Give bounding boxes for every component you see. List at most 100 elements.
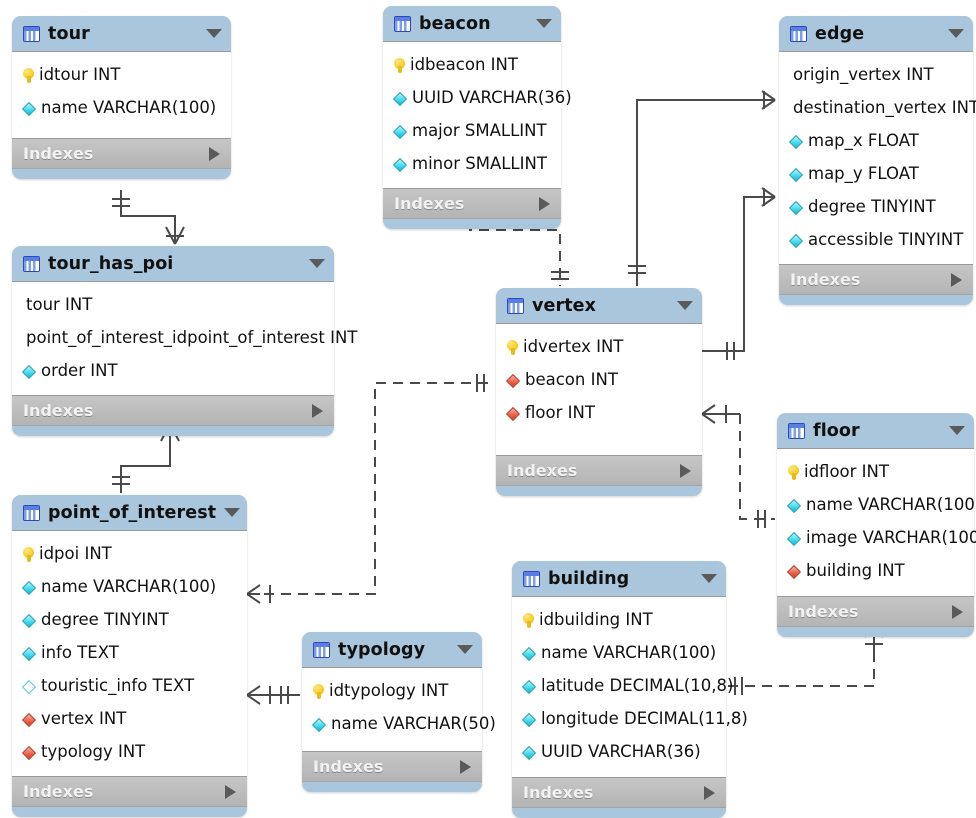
- expand-indexes-icon[interactable]: [209, 146, 220, 161]
- chevron-down-icon[interactable]: [948, 29, 964, 38]
- field-row[interactable]: point_of_interest_idpoint_of_interest IN…: [12, 322, 357, 355]
- field-row[interactable]: name VARCHAR(50): [302, 708, 496, 741]
- field-row[interactable]: longitude DECIMAL(11,8): [512, 703, 748, 736]
- table-name: vertex: [532, 295, 597, 316]
- chevron-down-icon[interactable]: [701, 574, 717, 583]
- field-row[interactable]: vertex INT: [12, 703, 247, 736]
- relationship-poi-typology[interactable]: [246, 685, 300, 705]
- primary-key-icon: [23, 547, 34, 562]
- chevron-down-icon[interactable]: [536, 19, 552, 28]
- table-header-typology[interactable]: typology: [302, 632, 482, 667]
- table-header-tour[interactable]: tour: [12, 16, 231, 51]
- field-label: UUID VARCHAR(36): [541, 742, 701, 762]
- indexes-section-typology[interactable]: Indexes: [302, 752, 482, 782]
- expand-indexes-icon[interactable]: [952, 604, 963, 619]
- table-header-floor[interactable]: floor: [777, 413, 974, 448]
- relationship-vertex-edge-origin[interactable]: [628, 90, 776, 286]
- field-row[interactable]: major SMALLINT: [383, 115, 561, 148]
- relationship-vertex-edge-destination[interactable]: [702, 187, 776, 360]
- field-row[interactable]: degree TINYINT: [779, 191, 973, 224]
- expand-indexes-icon[interactable]: [680, 463, 691, 478]
- field-row[interactable]: typology INT: [12, 736, 247, 769]
- chevron-down-icon[interactable]: [224, 508, 241, 517]
- table-header-edge[interactable]: edge: [779, 16, 973, 51]
- table-header-point_of_interest[interactable]: point_of_interest: [12, 495, 247, 530]
- field-label: idpoi INT: [39, 544, 112, 564]
- chevron-down-icon[interactable]: [677, 301, 693, 310]
- primary-key-icon: [394, 58, 405, 73]
- field-row[interactable]: name VARCHAR(100): [512, 637, 726, 670]
- field-row[interactable]: UUID VARCHAR(36): [383, 82, 572, 115]
- field-row[interactable]: minor SMALLINT: [383, 148, 561, 181]
- expand-indexes-icon[interactable]: [951, 272, 962, 287]
- field-row[interactable]: tour INT: [12, 289, 334, 322]
- field-row[interactable]: name VARCHAR(100): [777, 489, 976, 522]
- table-icon: [523, 570, 540, 587]
- field-row[interactable]: name VARCHAR(100): [12, 571, 247, 604]
- relationship-vertex-floor[interactable]: [701, 404, 775, 528]
- field-row[interactable]: idvertex INT: [496, 331, 702, 364]
- field-row[interactable]: idbuilding INT: [512, 604, 726, 637]
- field-label: longitude DECIMAL(11,8): [541, 709, 748, 729]
- field-row[interactable]: degree TINYINT: [12, 604, 247, 637]
- field-row[interactable]: beacon INT: [496, 364, 702, 397]
- field-label: name VARCHAR(100): [41, 577, 217, 597]
- expand-indexes-icon[interactable]: [704, 785, 715, 800]
- indexes-section-edge[interactable]: Indexes: [779, 265, 973, 295]
- table-header-building[interactable]: building: [512, 561, 726, 596]
- field-row[interactable]: latitude DECIMAL(10,8): [512, 670, 733, 703]
- chevron-down-icon[interactable]: [309, 259, 325, 268]
- table-header-vertex[interactable]: vertex: [496, 288, 702, 323]
- field-row[interactable]: map_y FLOAT: [779, 158, 973, 191]
- indexes-section-building[interactable]: Indexes: [512, 778, 726, 808]
- expand-indexes-icon[interactable]: [312, 403, 323, 418]
- expand-indexes-icon[interactable]: [225, 784, 236, 799]
- field-row[interactable]: idtour INT: [12, 59, 231, 92]
- field-label: degree TINYINT: [41, 610, 169, 630]
- expand-indexes-icon[interactable]: [539, 196, 550, 211]
- indexes-label: Indexes: [23, 782, 94, 801]
- indexes-section-tour[interactable]: Indexes: [12, 139, 231, 169]
- field-row[interactable]: order INT: [12, 355, 334, 388]
- field-label: degree TINYINT: [808, 197, 936, 217]
- table-header-tour_has_poi[interactable]: tour_has_poi: [12, 246, 334, 281]
- chevron-down-icon[interactable]: [949, 426, 965, 435]
- field-row[interactable]: idpoi INT: [12, 538, 247, 571]
- field-row[interactable]: accessible TINYINT: [779, 224, 973, 257]
- field-row[interactable]: idfloor INT: [777, 456, 974, 489]
- indexes-section-vertex[interactable]: Indexes: [496, 456, 702, 486]
- field-row[interactable]: idbeacon INT: [383, 49, 561, 82]
- field-row[interactable]: info TEXT: [12, 637, 247, 670]
- field-row[interactable]: origin_vertex INT: [779, 59, 973, 92]
- field-row[interactable]: idtypology INT: [302, 675, 482, 708]
- table-header-beacon[interactable]: beacon: [383, 6, 561, 41]
- field-row[interactable]: name VARCHAR(100): [12, 92, 231, 125]
- field-row[interactable]: map_x FLOAT: [779, 125, 973, 158]
- chevron-down-icon[interactable]: [457, 645, 473, 654]
- field-row[interactable]: destination_vertex INT: [779, 92, 976, 125]
- field-row[interactable]: UUID VARCHAR(36): [512, 736, 726, 769]
- expand-indexes-icon[interactable]: [460, 759, 471, 774]
- chevron-down-icon[interactable]: [206, 29, 222, 38]
- indexes-section-point_of_interest[interactable]: Indexes: [12, 777, 247, 807]
- field-row[interactable]: touristic_info TEXT: [12, 670, 247, 703]
- column-icon: [521, 679, 536, 694]
- field-row[interactable]: image VARCHAR(100): [777, 522, 976, 555]
- relationship-tour-tour_has_poi[interactable]: [112, 190, 185, 245]
- indexes-section-floor[interactable]: Indexes: [777, 597, 974, 627]
- indexes-section-tour_has_poi[interactable]: Indexes: [12, 396, 334, 426]
- field-row[interactable]: floor INT: [496, 397, 702, 430]
- column-icon: [21, 364, 36, 379]
- field-row[interactable]: building INT: [777, 555, 974, 588]
- indexes-section-beacon[interactable]: Indexes: [383, 189, 561, 219]
